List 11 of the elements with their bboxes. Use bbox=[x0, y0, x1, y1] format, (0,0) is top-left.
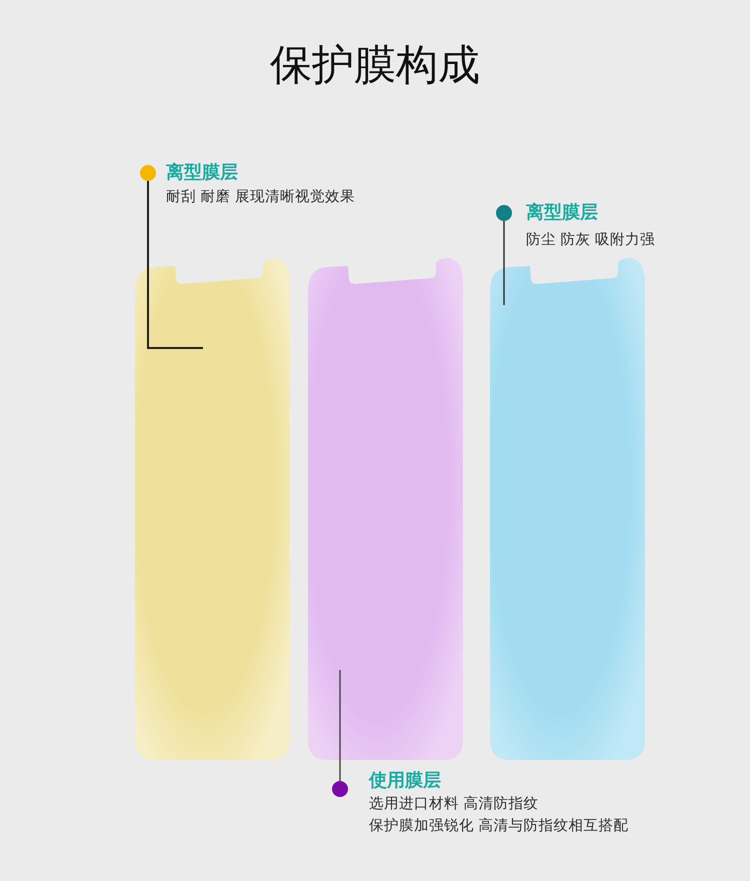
callout-heading: 离型膜层 bbox=[166, 161, 238, 185]
callout-heading: 离型膜层 bbox=[526, 201, 598, 225]
leader-line bbox=[147, 180, 203, 349]
leader-line bbox=[503, 220, 505, 305]
callout-heading: 使用膜层 bbox=[369, 769, 441, 793]
callout-text: 耐刮 耐磨 展现清晰视觉效果 bbox=[166, 188, 356, 207]
callout-text: 选用进口材料 高清防指纹 bbox=[369, 794, 539, 814]
leader-line bbox=[339, 670, 341, 782]
callout-text: 防尘 防灰 吸附力强 bbox=[526, 231, 656, 250]
callout-text: 保护膜加强锐化 高清与防指纹相互搭配 bbox=[369, 816, 629, 836]
page-title: 保护膜构成 bbox=[270, 40, 480, 89]
